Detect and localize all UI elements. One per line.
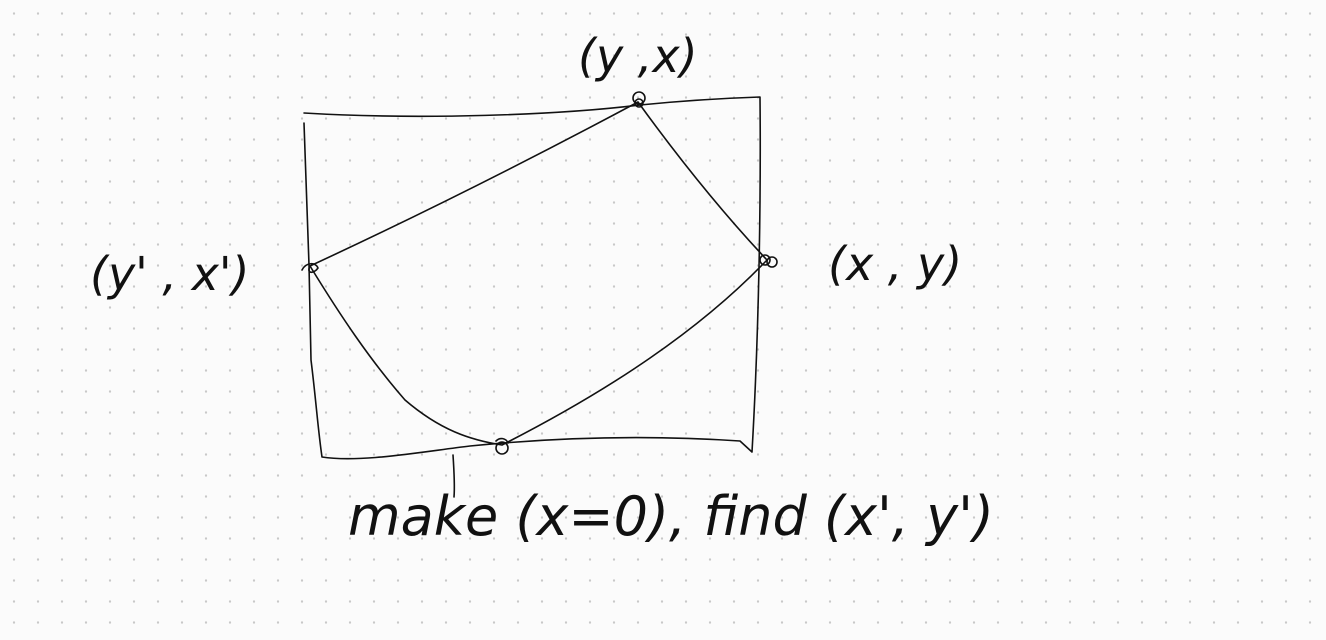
outer-rectangle — [303, 96, 762, 460]
vertex-marker-right — [759, 254, 778, 268]
vertex-marker-left — [301, 262, 319, 274]
vertex-label-top: (y ,x) — [578, 29, 698, 83]
inner-quadrilateral — [309, 101, 768, 446]
instruction-note: make (x=0), find (x', y') — [348, 485, 994, 548]
vertex-label-left: (y' , x') — [90, 247, 250, 301]
vertex-marker-bottom — [495, 437, 509, 455]
vertex-marker-top — [632, 91, 646, 108]
stray-stroke — [452, 454, 456, 498]
vertex-label-right: (x , y) — [828, 237, 962, 291]
